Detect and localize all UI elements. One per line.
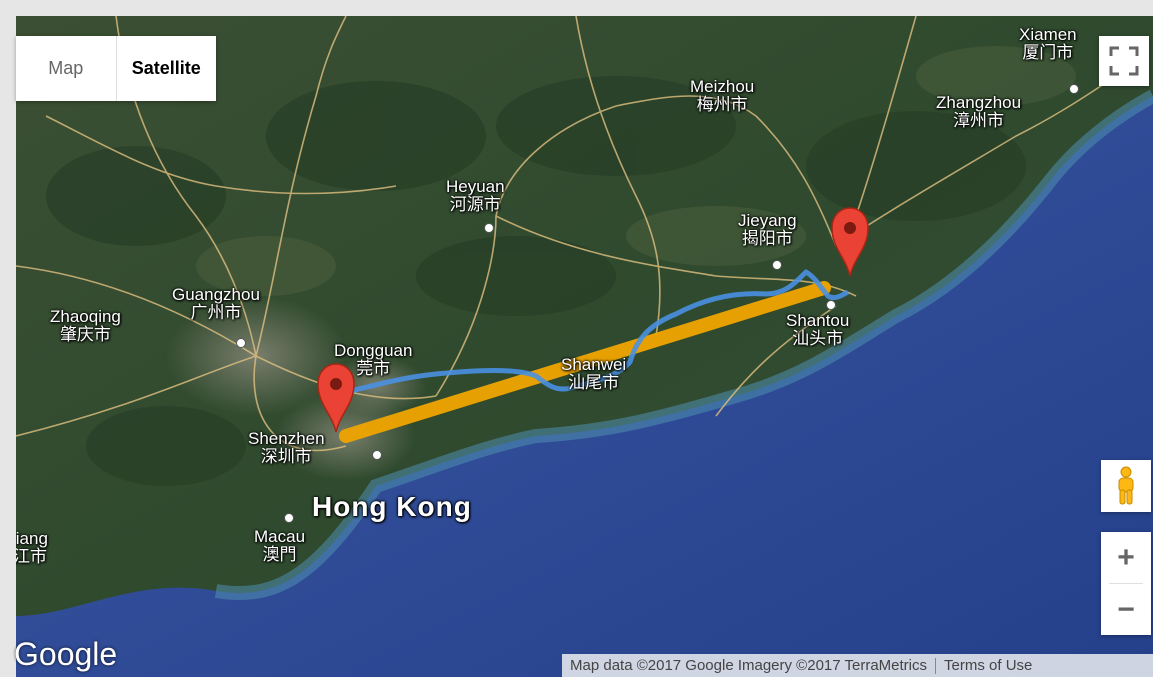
attribution-separator [935,657,937,674]
city-dot-macau [284,513,294,523]
city-dot-shenzhen [372,450,382,460]
city-dot-heyuan [484,223,494,233]
marker-shantou[interactable] [830,206,870,278]
zoom-divider [1109,583,1143,584]
city-dot-shantou [826,300,836,310]
city-dot-jieyang [772,260,782,270]
satellite-imagery [16,16,1153,677]
terms-of-use-link[interactable]: Terms of Use [944,657,1033,674]
coastal-shallows [214,89,1153,601]
label-hong-kong: Hong Kong [312,491,472,522]
city-dot-guangzhou [236,338,246,348]
fullscreen-icon [1109,46,1139,76]
map-type-control: Map Satellite [16,36,216,101]
pegman-icon [1118,466,1134,505]
street-view-button[interactable] [1101,460,1151,512]
city-dot-xiamen [1069,84,1079,94]
minus-icon: − [1117,592,1135,626]
map-type-map-button[interactable]: Map [16,36,117,101]
map-type-satellite-button[interactable]: Satellite [131,58,201,78]
zoom-out-button[interactable]: − [1101,584,1151,635]
label-jiang: jiang江市 [16,529,48,566]
zoom-control: + − [1101,532,1151,635]
google-logo: Google [14,636,118,672]
terrain-texture [46,76,1026,486]
map-data-attribution: Map data ©2017 Google Imagery ©2017 Terr… [570,657,928,674]
terrain-highlight [196,46,1076,296]
marker-shenzhen[interactable] [316,362,356,434]
sea-area [16,96,1153,677]
driving-route-line [337,269,850,397]
fullscreen-button[interactable] [1099,36,1149,86]
zoom-in-button[interactable]: + [1101,532,1151,583]
plus-icon: + [1117,540,1135,574]
straight-route-line [339,281,831,443]
attribution-bar: Map data ©2017 Google Imagery ©2017 Terr… [562,654,1153,677]
